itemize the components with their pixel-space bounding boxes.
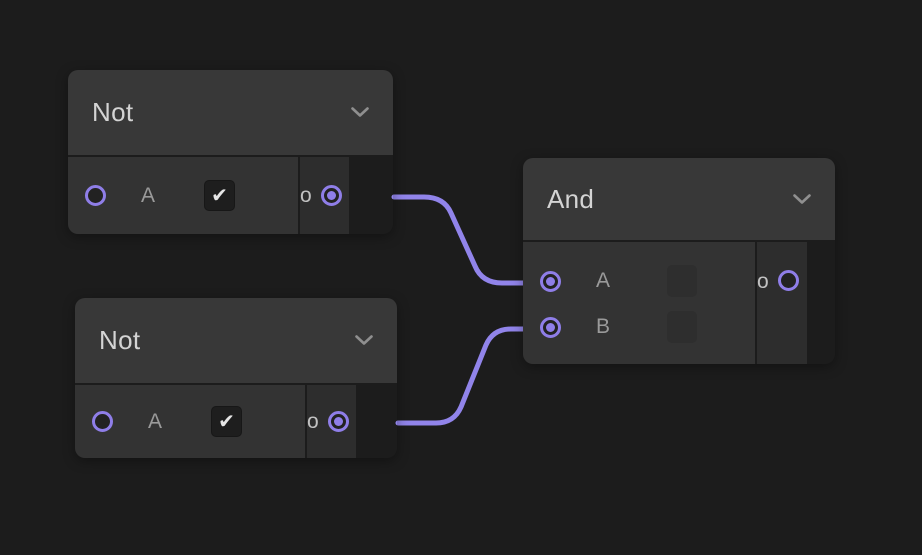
outputs-section: o bbox=[757, 242, 807, 364]
connection-dot bbox=[546, 322, 555, 332]
input-port-a[interactable] bbox=[540, 270, 561, 292]
input-row-a: A bbox=[523, 258, 755, 304]
node-header[interactable]: Not bbox=[75, 298, 397, 385]
connection-dot bbox=[546, 276, 555, 286]
input-port-a[interactable] bbox=[85, 185, 106, 206]
input-port-b[interactable] bbox=[540, 316, 561, 338]
inputs-section: A ✔ bbox=[68, 157, 300, 234]
input-row-a: A ✔ bbox=[68, 180, 298, 211]
inputs-section: A ✔ bbox=[75, 385, 307, 458]
input-label: A bbox=[595, 269, 610, 292]
node-title: Not bbox=[99, 325, 141, 355]
value-checkbox[interactable]: ✔ bbox=[204, 180, 235, 211]
output-label: o bbox=[307, 409, 319, 433]
outputs-section: o bbox=[307, 385, 356, 458]
inputs-section: A B bbox=[523, 242, 757, 364]
wire-not2-to-and-b[interactable] bbox=[395, 326, 548, 426]
node-not-2[interactable]: Not A ✔ o bbox=[75, 298, 397, 458]
output-port-o[interactable] bbox=[777, 270, 799, 291]
node-title: Not bbox=[92, 97, 134, 127]
input-label: B bbox=[595, 315, 610, 338]
input-label: A bbox=[147, 409, 162, 433]
checkmark-icon: ✔ bbox=[218, 410, 235, 433]
input-row-a: A ✔ bbox=[75, 406, 305, 437]
node-body: A ✔ o bbox=[75, 385, 397, 458]
outputs-section: o bbox=[300, 157, 349, 234]
output-port-o[interactable] bbox=[320, 185, 342, 206]
value-checkbox-disabled bbox=[667, 265, 697, 297]
chevron-down-icon[interactable] bbox=[793, 193, 811, 205]
node-title: And bbox=[547, 183, 595, 214]
node-header[interactable]: And bbox=[523, 158, 835, 242]
checkmark-icon: ✔ bbox=[211, 184, 228, 207]
node-body: A ✔ o bbox=[68, 157, 393, 234]
chevron-down-icon[interactable] bbox=[355, 335, 373, 346]
value-checkbox[interactable]: ✔ bbox=[211, 406, 242, 437]
input-label: A bbox=[140, 183, 155, 207]
input-row-b: B bbox=[523, 304, 755, 350]
output-label: o bbox=[757, 270, 769, 293]
node-header[interactable]: Not bbox=[68, 70, 393, 157]
output-port-o[interactable] bbox=[327, 411, 349, 432]
connection-dot bbox=[333, 417, 343, 426]
chevron-down-icon[interactable] bbox=[351, 107, 369, 118]
node-body: A B o bbox=[523, 242, 835, 364]
node-not-1[interactable]: Not A ✔ o bbox=[68, 70, 393, 234]
value-checkbox-disabled bbox=[667, 311, 697, 343]
node-and-1[interactable]: And A B o bbox=[523, 158, 835, 364]
input-port-a[interactable] bbox=[92, 411, 113, 432]
output-label: o bbox=[300, 183, 312, 207]
wire-not1-to-and-a[interactable] bbox=[391, 194, 548, 286]
connection-dot bbox=[326, 191, 336, 200]
